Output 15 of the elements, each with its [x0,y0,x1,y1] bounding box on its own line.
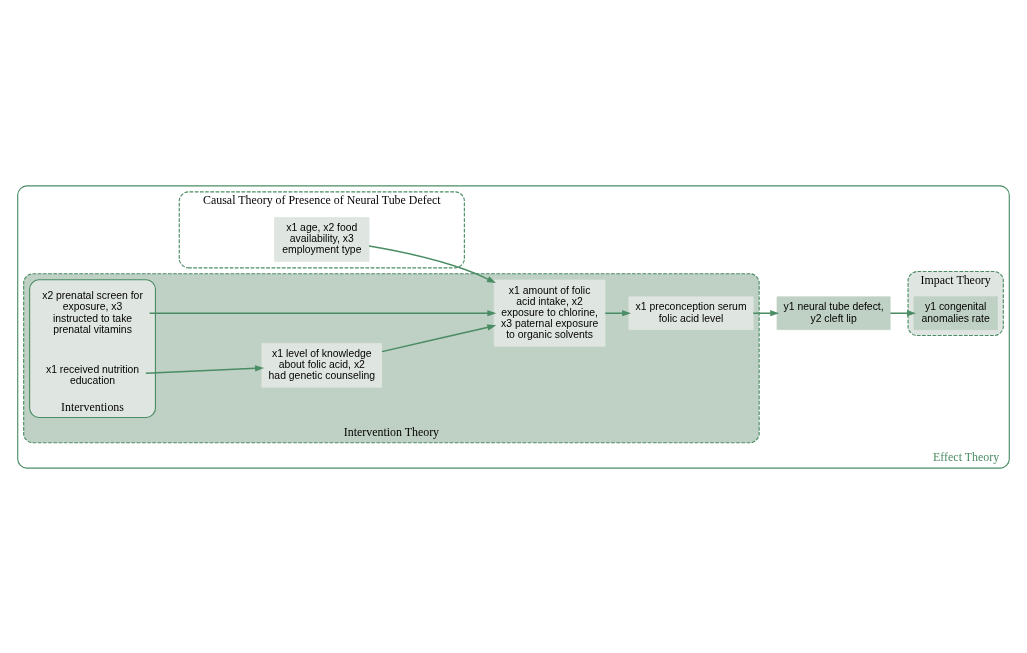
arrow [752,309,780,316]
arrow [145,364,264,374]
node-box: y1 congenital anomalies rate [913,296,998,330]
arrow [604,309,632,316]
node-box: x1 level of knowledge about folic acid, x2 had genetic counseling [261,342,383,388]
arrow [889,309,917,316]
arrow [381,323,497,352]
node-box: x1 preconception serum folic acid level [628,296,754,330]
arrow [148,309,497,316]
node-box: x1 age, x2 food availability, x3 employment type [274,216,370,262]
node-box: x1 amount of folic acid intake, x2 exposure to chlorine, x3 paternal exposure to organic solvents [493,279,606,347]
node-text: x2 prenatal screen for exposure, x3 instructed to take prenatal vitamins [42,289,143,335]
node-box: y1 neural tube defect, y2 cleft lip [776,296,891,330]
node-text: x1 received nutrition education [45,363,140,386]
arrow [368,244,496,283]
